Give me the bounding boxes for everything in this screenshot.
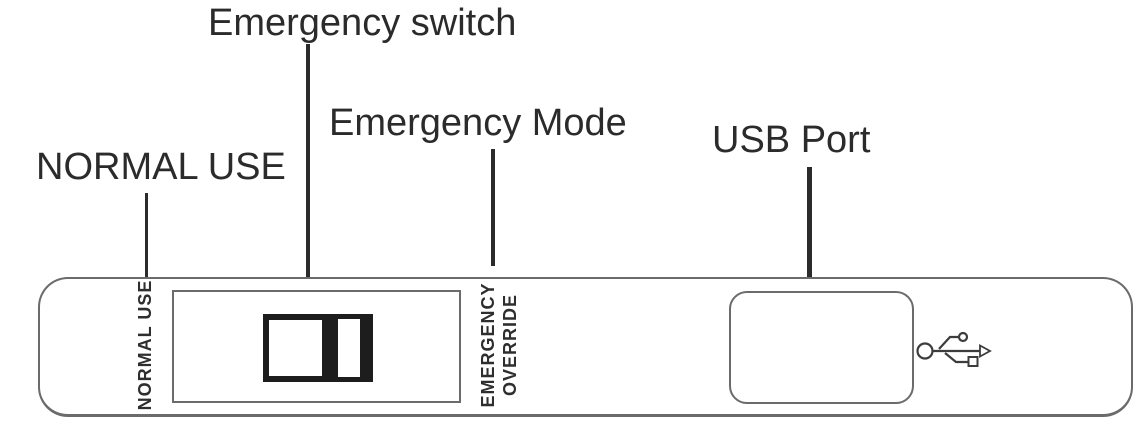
emergency-override-line1: EMERGENCY (478, 282, 498, 408)
switch-handle-slot (338, 314, 360, 382)
emergency-switch-leader-line (306, 44, 310, 306)
switch-handle-left-bar (328, 314, 338, 382)
emergency-mode-leader-line (491, 149, 495, 266)
switch-body (263, 314, 328, 382)
normal-use-vertical-marking: NORMAL USE (135, 279, 155, 411)
usb-trident-icon (916, 331, 992, 367)
usb-port-slot-outline (729, 291, 914, 404)
normal-use-label: NORMAL USE (36, 146, 286, 188)
emergency-switch-graphic (263, 314, 373, 382)
usb-port-leader-line (807, 167, 812, 289)
usb-port-label: USB Port (712, 119, 871, 161)
normal-use-leader-line (145, 193, 148, 280)
emergency-override-line2: OVERRIDE (500, 293, 520, 397)
emergency-switch-label: Emergency switch (208, 2, 517, 44)
emergency-mode-label: Emergency Mode (329, 102, 627, 144)
emergency-override-vertical-marking: EMERGENCY OVERRIDE (477, 282, 521, 407)
switch-handle-right-bar (360, 314, 373, 382)
